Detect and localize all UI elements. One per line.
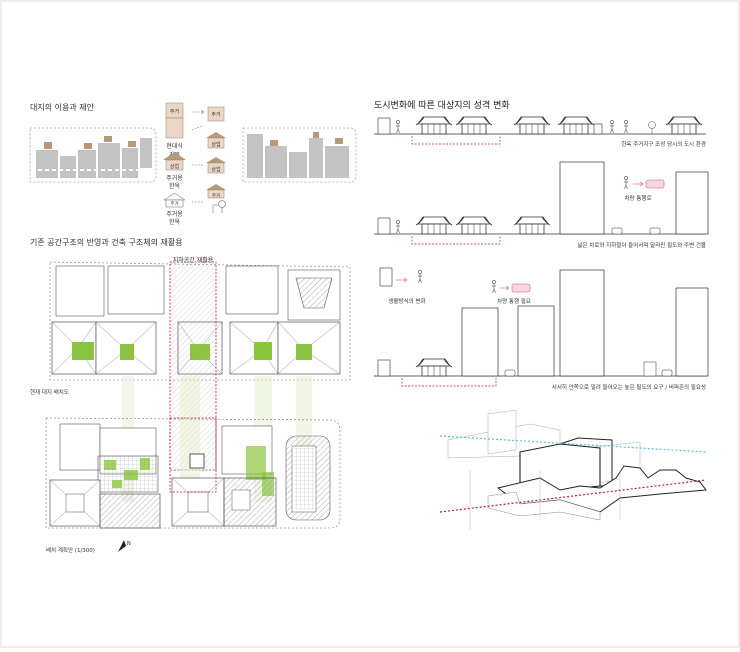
section-row-3: 생활방식의 변화 차량 통행 필요 서서히 안쪽으로 밀려 들어오는 높은 필도… — [374, 267, 709, 391]
proposed-site-plan — [45, 417, 341, 529]
underground-label: 지하공간 재활용 — [173, 256, 214, 264]
legend-house: 주거 — [170, 108, 179, 115]
legend-modern-top: 현대식 — [166, 142, 183, 150]
courtyard-1 — [72, 342, 94, 360]
building-type-legend: 주거 현대식 건물 상업 주거용 한옥 주거 주거용 한옥 주거 상업 상업 주… — [163, 102, 226, 226]
section-row-2: 차량 통행로 넓은 차로와 지하철이 들어서며 달라진 필도와 주변 건물 — [374, 161, 709, 249]
site-plan-label: 배치 계획안 (1/300) — [46, 546, 95, 554]
reuse-title: 기존 공간구조의 반영과 건축 구조체의 재활용 — [30, 237, 183, 247]
courtyard-4 — [254, 342, 272, 360]
row2-note: 차량 통행로 — [624, 194, 651, 202]
legend-mixed-bottom-2: 한옥 — [169, 219, 181, 226]
row3-caption: 서서히 안쪽으로 밀려 들어오는 높은 필도의 요구 / 버퍼존의 필요성 — [552, 383, 706, 391]
legend-house-2: 주거 — [170, 200, 178, 207]
row3-note1: 생활방식의 변화 — [388, 297, 425, 305]
svg-text:N: N — [127, 541, 131, 547]
perspective-massing — [439, 409, 707, 530]
north-arrow-icon: N — [118, 540, 131, 552]
legend-shop-2: 상업 — [211, 141, 220, 148]
row2-caption: 넓은 차로와 지하철이 들어서며 달라진 필도와 주변 건물 — [577, 241, 706, 249]
site-use-plan-proposed — [242, 127, 357, 183]
row3-note2: 차량 통행 필요 — [497, 297, 531, 305]
city-change-title: 도시변화에 따른 대상지의 성격 변화 — [374, 99, 510, 111]
legend-mixed-top: 주거용 — [166, 174, 183, 182]
courtyard-2 — [120, 344, 134, 360]
site-use-plan-existing — [29, 127, 157, 183]
current-site-plan: 지하공간 재활용 — [49, 256, 351, 471]
legend-house-4: 주거 — [212, 192, 220, 199]
row1-caption: 한옥 주거지구 조성 당시의 도시 환경 — [621, 140, 706, 148]
courtyard-5 — [296, 344, 312, 360]
legend-mixed-top-2: 주거용 — [166, 210, 183, 218]
section-row-1: 한옥 주거지구 조성 당시의 도시 환경 — [374, 116, 706, 148]
legend-shop-3: 상업 — [211, 166, 220, 173]
legend-shop: 상업 — [170, 163, 179, 170]
legend-mixed-bottom: 한옥 — [169, 183, 181, 190]
current-site-label: 현재 대지 배치도 — [30, 388, 69, 396]
site-use-title: 대지의 이용과 제안 — [30, 102, 95, 112]
legend-house-3: 주거 — [211, 111, 220, 118]
